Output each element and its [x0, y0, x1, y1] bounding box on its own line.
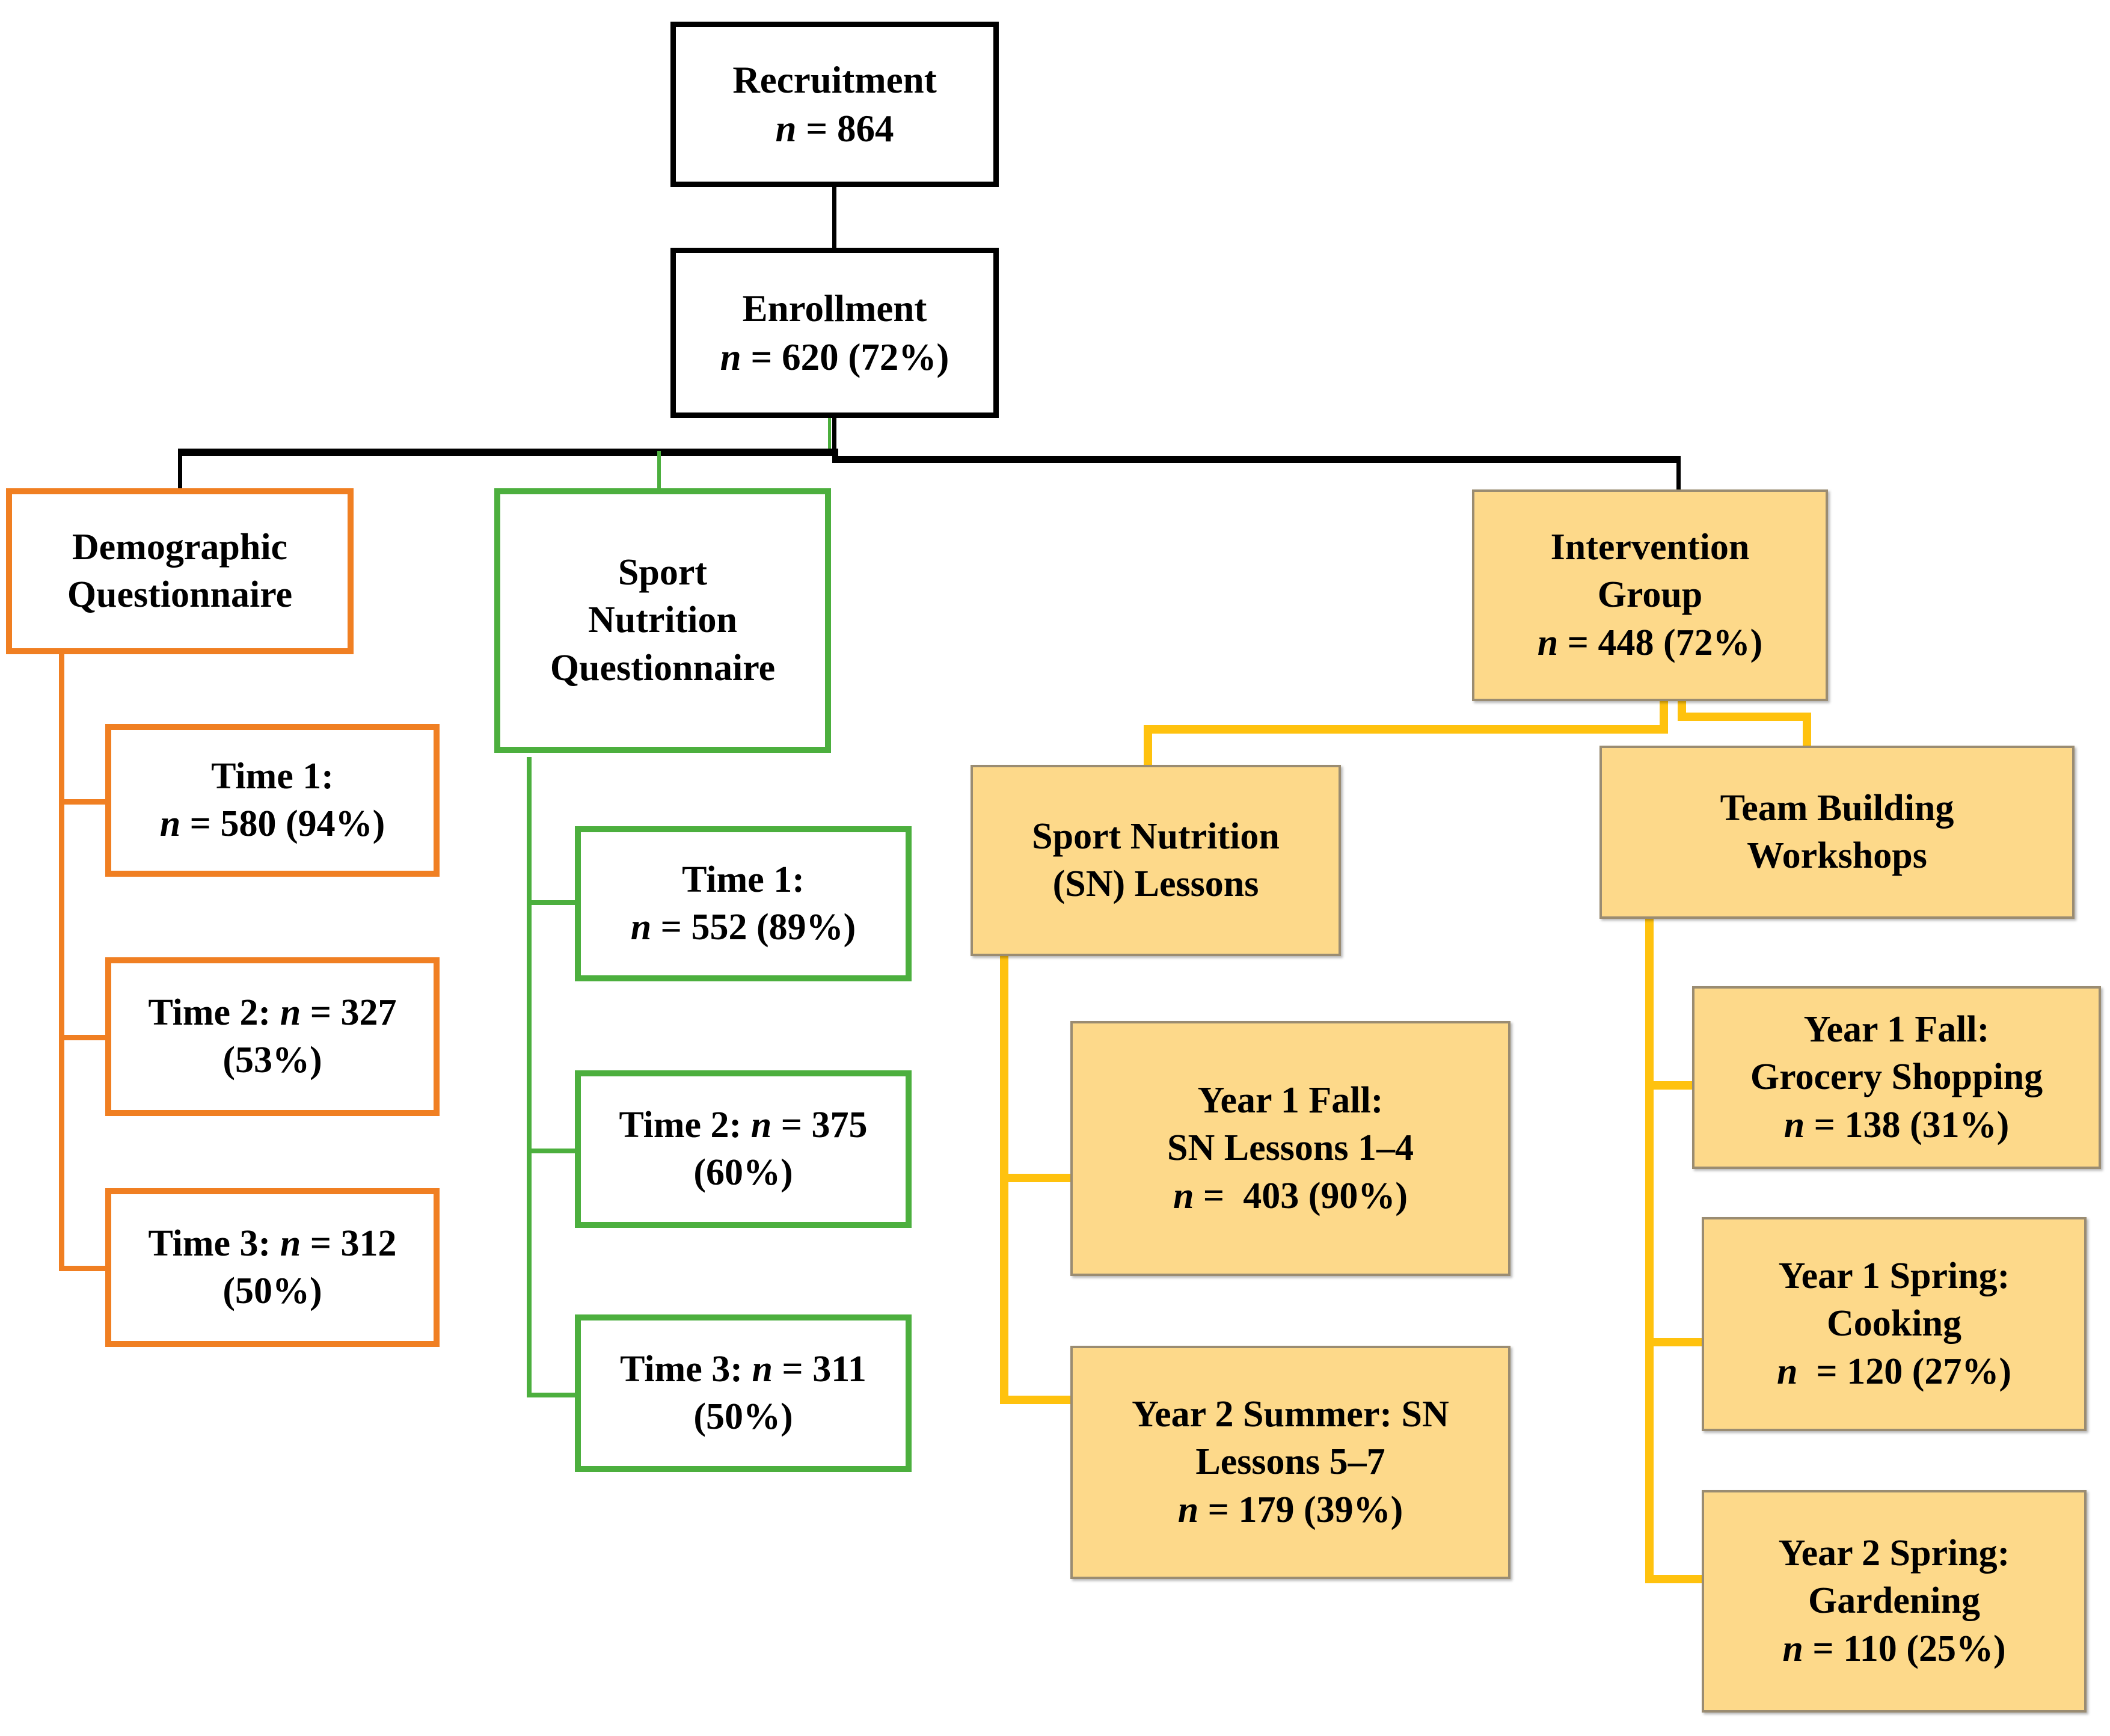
node-sn-lessons[interactable]: Sport Nutrition (SN) Lessons — [971, 765, 1341, 956]
connector-snq-spine — [527, 757, 532, 1397]
connector-intervention-stub-left — [1660, 699, 1668, 731]
node-tb-year2-spring-line2: Gardening — [1808, 1580, 1980, 1622]
node-snq-time2-line1: Time 2: n = 375 — [619, 1104, 868, 1146]
node-tb-year1-spring-line1: Year 1 Spring: — [1778, 1255, 2010, 1296]
node-sn-year2-summer[interactable]: Year 2 Summer: SN Lessons 5–7 n = 179 (3… — [1070, 1346, 1510, 1579]
node-sn-year1-fall-line1: Year 1 Fall: — [1197, 1079, 1384, 1121]
node-demo-time3-line2: (50%) — [222, 1271, 322, 1311]
node-snq-time2[interactable]: Time 2: n = 375 (60%) — [575, 1070, 912, 1228]
connector-sn-lessons-to-year1fall — [1000, 1174, 1072, 1182]
node-snq-time1-line1: Time 1: — [682, 859, 805, 900]
node-recruitment[interactable]: Recruitment n = 864 — [670, 22, 999, 187]
node-demo-time2-line1: Time 2: n = 327 — [148, 992, 397, 1033]
connector-bus-left — [178, 449, 838, 456]
node-tb-year1-spring-line2: Cooking — [1827, 1303, 1961, 1345]
node-demo-time1[interactable]: Time 1: n = 580 (94%) — [105, 724, 440, 877]
node-sn-year1-fall[interactable]: Year 1 Fall: SN Lessons 1–4 n = 403 (90%… — [1070, 1021, 1510, 1276]
node-demo-time2-line2: (53%) — [222, 1040, 322, 1081]
node-recruitment-line1: Recruitment — [732, 58, 937, 101]
node-team-building-line2: Workshops — [1747, 835, 1927, 876]
node-demographic-line1: Demographic — [72, 526, 288, 568]
node-intervention-line2: Group — [1597, 574, 1703, 616]
connector-demographic-to-time2 — [59, 1035, 108, 1040]
connector-intervention-to-team-building — [1803, 713, 1811, 750]
node-sn-year1-fall-line2: SN Lessons 1–4 — [1167, 1127, 1414, 1169]
node-sn-year1-fall-line3: n = 403 (90%) — [1173, 1175, 1408, 1216]
connector-bus-right — [832, 456, 1680, 463]
node-demo-time1-line2: n = 580 (94%) — [159, 803, 385, 844]
connector-demographic-spine — [59, 651, 64, 1271]
node-enrollment-line1: Enrollment — [742, 287, 927, 330]
node-tb-year1-spring[interactable]: Year 1 Spring: Cooking n = 120 (27%) — [1702, 1217, 2087, 1431]
node-demo-time1-line1: Time 1: — [211, 755, 334, 797]
node-sn-year2-summer-line1: Year 2 Summer: SN — [1132, 1393, 1449, 1435]
node-intervention-line1: Intervention — [1550, 526, 1750, 568]
node-snq-time2-line2: (60%) — [693, 1152, 793, 1193]
connector-enrollment-green-stub — [828, 414, 831, 451]
node-recruitment-line2: n = 864 — [775, 107, 894, 150]
node-demo-time3[interactable]: Time 3: n = 312 (50%) — [105, 1188, 440, 1347]
connector-demographic-to-time1 — [59, 799, 108, 805]
connector-snq-to-time3 — [527, 1393, 577, 1397]
node-snq-line1: Sport — [618, 551, 708, 593]
node-snq-time3[interactable]: Time 3: n = 311 (50%) — [575, 1314, 912, 1472]
node-team-building-line1: Team Building — [1720, 787, 1954, 829]
node-snq-time1-line2: n = 552 (89%) — [630, 907, 856, 948]
node-tb-year1-fall-line3: n = 138 (31%) — [1783, 1104, 2010, 1146]
connector-sn-lessons-to-year2summer — [1000, 1396, 1072, 1404]
connector-snq-to-time2 — [527, 1149, 577, 1153]
node-snq-line2: Nutrition — [588, 600, 737, 641]
node-tb-year2-spring[interactable]: Year 2 Spring: Gardening n = 110 (25%) — [1702, 1490, 2087, 1713]
connector-bus-to-demographic — [178, 449, 182, 489]
connector-intervention-bus-left — [1144, 725, 1668, 734]
node-sport-nutrition-questionnaire[interactable]: Sport Nutrition Questionnaire — [494, 488, 831, 753]
node-tb-year1-fall-line2: Grocery Shopping — [1750, 1057, 2043, 1098]
node-demographic-questionnaire[interactable]: Demographic Questionnaire — [6, 488, 354, 654]
node-snq-line3: Questionnaire — [550, 647, 776, 689]
node-sn-lessons-line1: Sport Nutrition — [1032, 815, 1280, 857]
node-team-building-workshops[interactable]: Team Building Workshops — [1599, 746, 2075, 919]
node-snq-time3-line1: Time 3: n = 311 — [620, 1348, 866, 1390]
node-intervention-line3: n = 448 (72%) — [1537, 622, 1763, 663]
node-tb-year2-spring-line3: n = 110 (25%) — [1782, 1628, 2006, 1669]
node-demo-time3-line1: Time 3: n = 312 — [148, 1222, 397, 1264]
connector-team-building-spine — [1645, 919, 1654, 1583]
connector-enrollment-stub — [832, 414, 836, 451]
connector-demographic-to-time3 — [59, 1266, 108, 1271]
connector-recruitment-to-enrollment — [832, 185, 836, 251]
node-sn-year2-summer-line2: Lessons 5–7 — [1195, 1441, 1385, 1483]
connector-intervention-to-sn-lessons — [1144, 725, 1152, 768]
node-enrollment-line2: n = 620 (72%) — [720, 336, 949, 378]
node-tb-year1-fall-line1: Year 1 Fall: — [1803, 1008, 1990, 1050]
connector-snq-to-time1 — [527, 900, 577, 905]
node-tb-year2-spring-line1: Year 2 Spring: — [1778, 1532, 2010, 1574]
node-snq-time1[interactable]: Time 1: n = 552 (89%) — [575, 826, 912, 981]
node-enrollment[interactable]: Enrollment n = 620 (72%) — [670, 248, 999, 418]
node-demo-time2[interactable]: Time 2: n = 327 (53%) — [105, 957, 440, 1116]
node-sn-lessons-line2: (SN) Lessons — [1052, 863, 1259, 904]
node-tb-year1-spring-line3: n = 120 (27%) — [1776, 1351, 2012, 1392]
connector-bus-to-intervention — [1676, 456, 1681, 492]
node-tb-year1-fall[interactable]: Year 1 Fall: Grocery Shopping n = 138 (3… — [1692, 986, 2101, 1169]
connector-bus-to-snq — [657, 451, 661, 489]
node-snq-time3-line2: (50%) — [693, 1396, 793, 1437]
connector-intervention-bus-right — [1678, 713, 1811, 721]
node-sn-year2-summer-line3: n = 179 (39%) — [1177, 1489, 1403, 1530]
node-intervention-group[interactable]: Intervention Group n = 448 (72%) — [1472, 489, 1828, 701]
node-demographic-line2: Questionnaire — [67, 574, 293, 615]
